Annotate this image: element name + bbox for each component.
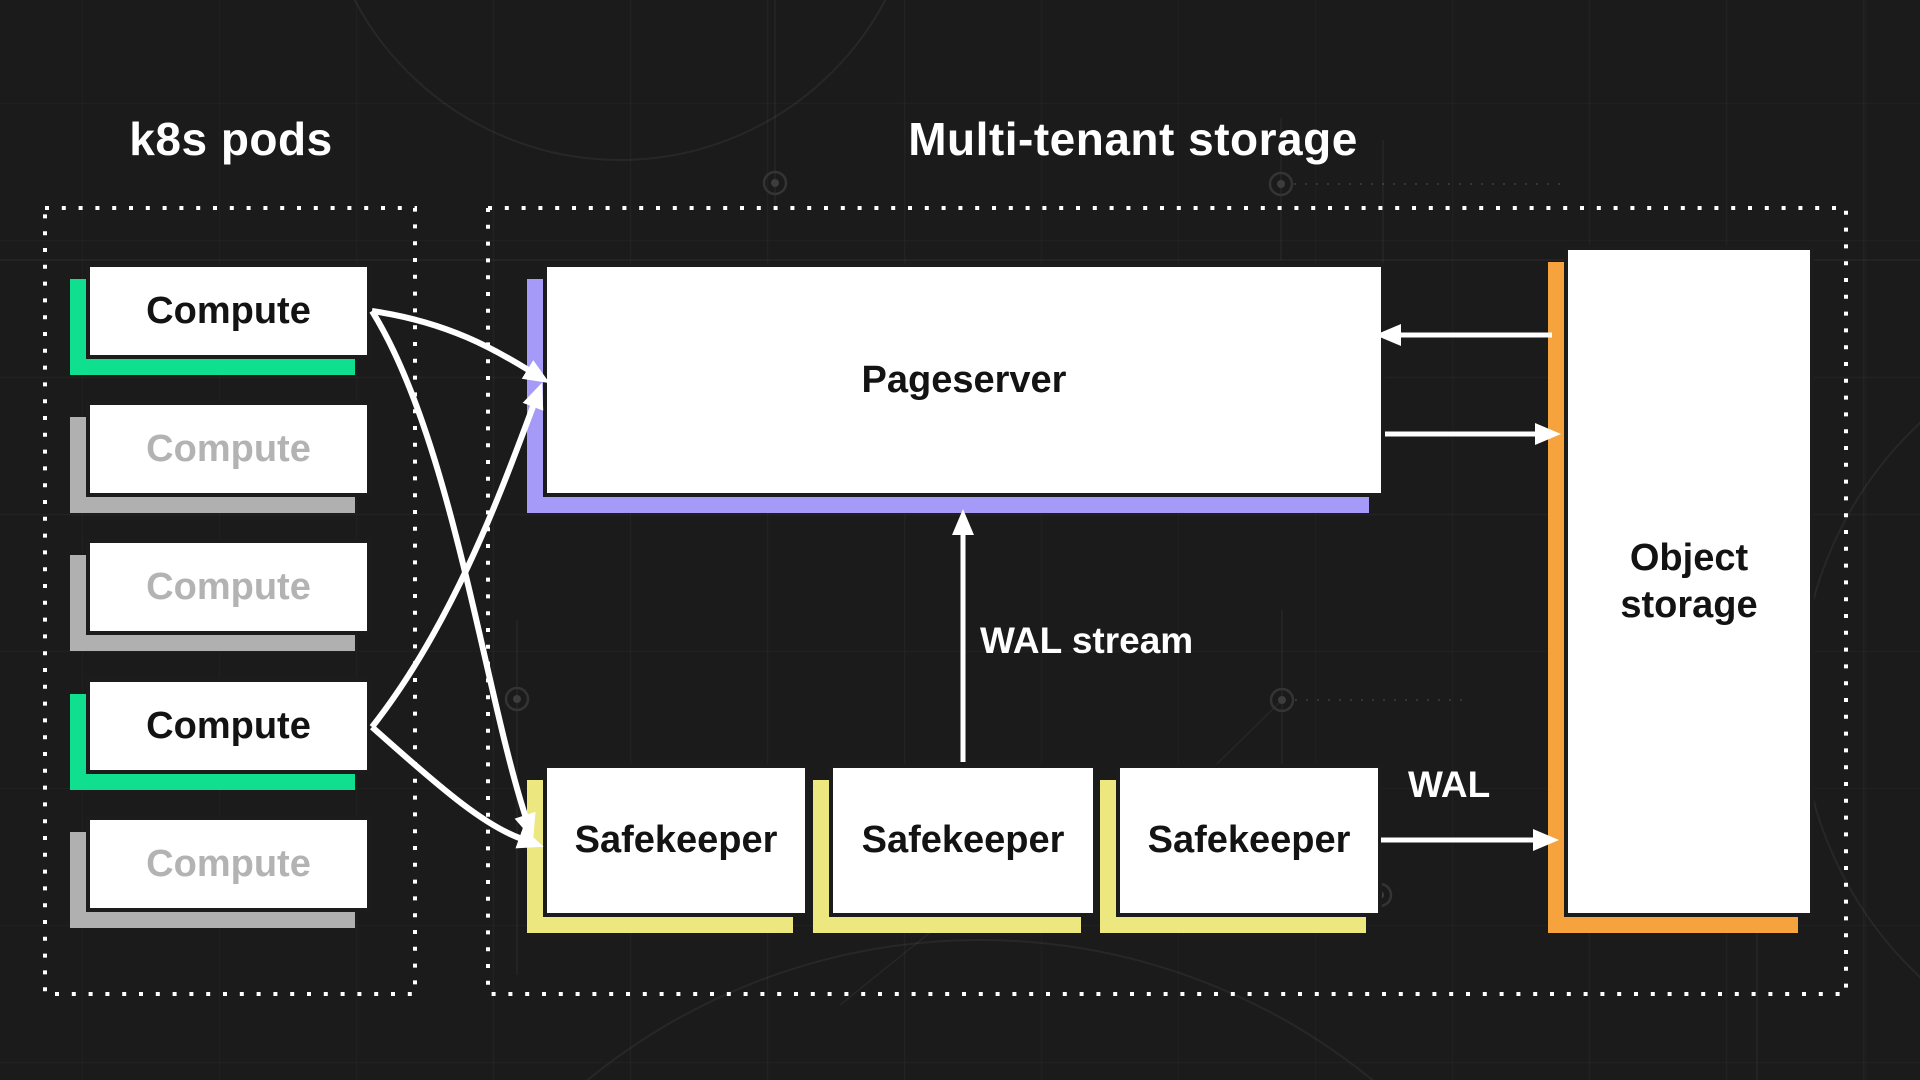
compute-label: Compute [86, 678, 371, 774]
pageserver-node: Pageserver [527, 263, 1385, 513]
object-storage-node: Object storage [1548, 246, 1814, 933]
pageserver-label: Pageserver [543, 263, 1385, 497]
object-storage-label: Object storage [1564, 246, 1814, 917]
safekeeper-node-2: Safekeeper [813, 764, 1097, 933]
wal-label: WAL [1408, 764, 1491, 805]
compute-label: Compute [86, 401, 371, 497]
safekeeper-label: Safekeeper [1116, 764, 1382, 917]
compute-node-3: Compute [70, 539, 371, 651]
safekeeper-label: Safekeeper [543, 764, 809, 917]
safekeeper-node-3: Safekeeper [1100, 764, 1382, 933]
compute-node-4: Compute [70, 678, 371, 790]
safekeeper-label: Safekeeper [829, 764, 1097, 917]
compute-node-5: Compute [70, 816, 371, 928]
k8s-pods-title: k8s pods [129, 113, 333, 165]
compute-node-1: Compute [70, 263, 371, 375]
compute-label: Compute [86, 539, 371, 635]
compute-label: Compute [86, 263, 371, 359]
multi-tenant-storage-title: Multi-tenant storage [908, 113, 1358, 165]
safekeeper-node-1: Safekeeper [527, 764, 809, 933]
compute-node-2: Compute [70, 401, 371, 513]
wal-stream-label: WAL stream [980, 620, 1194, 661]
compute-label: Compute [86, 816, 371, 912]
